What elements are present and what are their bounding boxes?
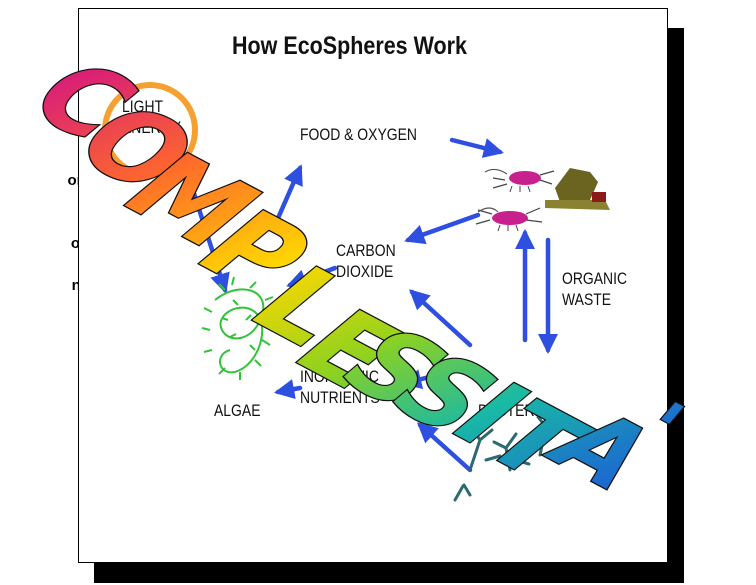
wordart-overlay: COMPLESSITA' <box>0 0 756 585</box>
